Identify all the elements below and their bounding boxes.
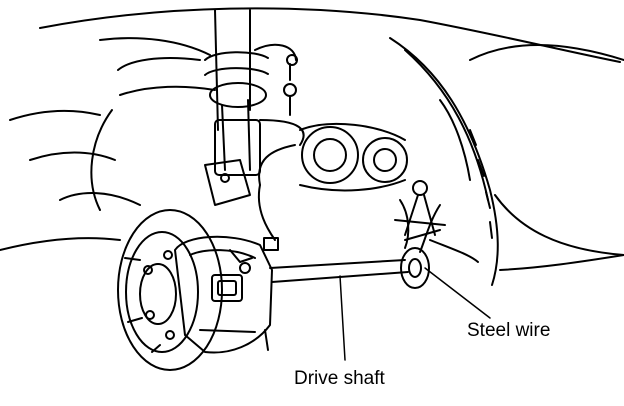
strut: [204, 9, 269, 176]
steel-wire-support: [394, 180, 479, 263]
brake-hose: [254, 43, 305, 251]
suspension-body: [0, 37, 216, 251]
steel-wire-leader: [424, 267, 491, 319]
leader-lines: [339, 267, 491, 361]
drive-shaft: [269, 247, 430, 289]
hub-knuckle: [204, 122, 408, 206]
wheel-house: [39, 7, 624, 286]
drive-shaft-leader: [339, 275, 346, 361]
drive-shaft-label: Drive shaft: [294, 368, 385, 389]
steel-wire-label: Steel wire: [467, 320, 551, 341]
brake-caliper: [174, 235, 273, 354]
brake-rotor: [117, 209, 223, 371]
